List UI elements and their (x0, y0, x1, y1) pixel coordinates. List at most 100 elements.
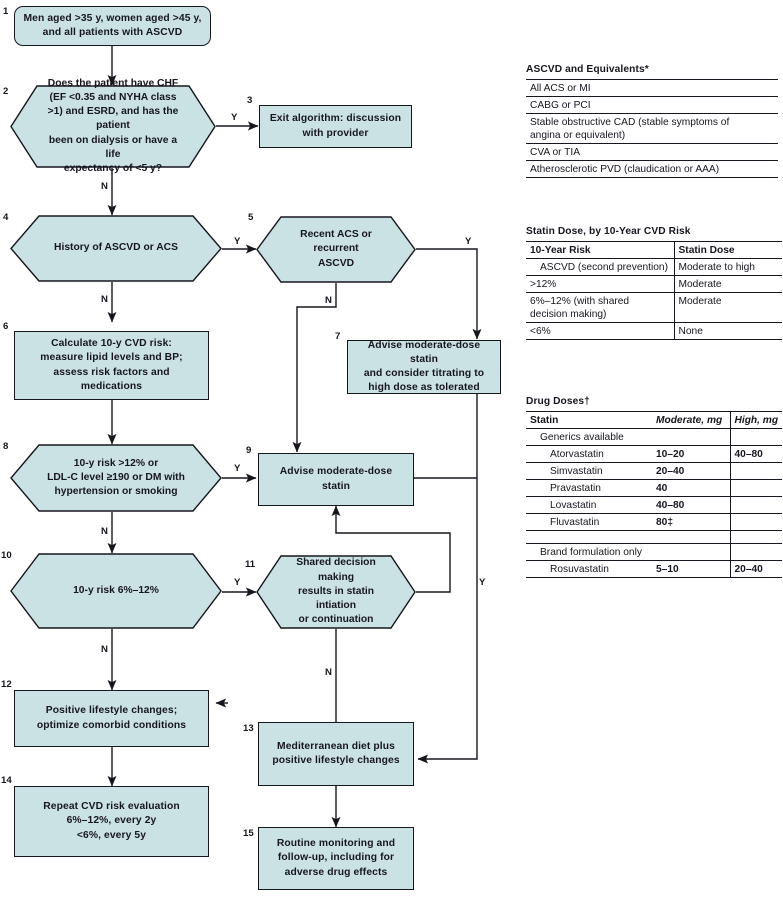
node-4-decision-history-ascvd[interactable]: History of ASCVD or ACS (10, 215, 222, 282)
table-row: All ACS or MI (526, 79, 778, 97)
statin-dose-r2c1: Moderate (673, 292, 782, 323)
table-row: >12% Moderate (526, 275, 782, 293)
hexagon-shape (10, 444, 222, 512)
statin-dose-header-1: Statin Dose (673, 241, 782, 259)
node-1-text: Men aged >35 y, women aged >45 y, and al… (23, 12, 202, 38)
node-14-repeat-risk-evaluation[interactable]: Repeat CVD risk evaluation 6%–12%, every… (14, 786, 209, 857)
node-4-text: History of ASCVD or ACS (54, 242, 178, 254)
drug-r0-moderate (652, 428, 730, 446)
node-10-decision-risk-mid[interactable]: 10-y risk 6%–12% (10, 553, 222, 629)
table-row: Simvastatin 20–40 (526, 462, 782, 480)
drug-r6-moderate (652, 530, 730, 544)
drug-r5-name: Fluvastatin (526, 513, 652, 531)
node-number-3: 3 (247, 95, 253, 106)
branch-label-10-no: N (101, 644, 108, 655)
drug-r7-high (729, 543, 782, 561)
drug-r5-high (729, 513, 782, 531)
table-row: Atorvastatin 10–20 40–80 (526, 445, 782, 463)
table-row: 6%–12% (with shared decision making) Mod… (526, 292, 782, 323)
node-1-population[interactable]: Men aged >35 y, women aged >45 y, and al… (14, 6, 211, 46)
node-12-text: Positive lifestyle changes; optimize com… (36, 705, 187, 731)
drug-header-1: Moderate, mg (652, 411, 730, 429)
table-statin-dose-title: Statin Dose, by 10-Year CVD Risk (526, 226, 691, 237)
drug-header-2: High, mg (729, 411, 782, 429)
node-number-11: 11 (245, 559, 256, 570)
drug-r6-name (526, 530, 652, 544)
ascvd-row-1: CABG or PCI (526, 96, 778, 114)
drug-r0-high (729, 428, 782, 446)
statin-dose-r1c1: Moderate (673, 275, 782, 293)
node-14-text: Repeat CVD risk evaluation 6%–12%, every… (43, 801, 180, 841)
drug-r8-name: Rosuvastatin (526, 560, 652, 578)
edge-5-yes-to-7 (416, 248, 482, 340)
node-5-decision-recent-acs[interactable]: Recent ACS or recurrent ASCVD (256, 216, 416, 283)
ascvd-row-4: Atherosclerotic PVD (claudication or AAA… (526, 160, 778, 178)
node-11-decision-shared-decision[interactable]: Shared decision making results in statin… (256, 555, 416, 629)
node-8-text: 10-y risk >12% or LDL-C level ≥190 or DM… (47, 457, 185, 498)
hexagon-shape (256, 216, 416, 283)
branch-label-8-yes: Y (234, 463, 241, 474)
drug-r3-moderate: 40 (652, 479, 730, 497)
node-6-calculate-risk[interactable]: Calculate 10-y CVD risk: measure lipid l… (14, 331, 209, 400)
table-ascvd-title: ASCVD and Equivalents* (526, 64, 649, 75)
drug-r6-high (729, 530, 782, 544)
node-number-13: 13 (243, 723, 254, 734)
node-6-text: Calculate 10-y CVD risk: measure lipid l… (40, 338, 183, 392)
node-number-7: 7 (335, 331, 341, 342)
table-ascvd-equivalents: ASCVD and Equivalents* All ACS or MI CAB… (526, 64, 778, 178)
drug-r8-high: 20–40 (729, 560, 782, 578)
drug-r1-moderate: 10–20 (652, 445, 730, 463)
node-12-lifestyle-changes[interactable]: Positive lifestyle changes; optimize com… (14, 690, 209, 747)
node-number-14: 14 (1, 775, 12, 786)
table-row-spacer (526, 530, 782, 544)
drug-r2-moderate: 20–40 (652, 462, 730, 480)
drug-r1-high: 40–80 (729, 445, 782, 463)
hexagon-shape (256, 555, 416, 629)
table-row: Lovastatin 40–80 (526, 496, 782, 514)
edge-7-to-13 (417, 394, 478, 764)
statin-dose-r1c0: >12% (526, 275, 674, 293)
branch-label-4-yes: Y (234, 236, 241, 247)
table-ascvd-grid: All ACS or MI CABG or PCI Stable obstruc… (526, 79, 778, 178)
table-drug-doses-title: Drug Doses† (526, 396, 590, 407)
table-drug-doses: Drug Doses† Statin Moderate, mg High, mg… (526, 396, 782, 578)
node-3-exit-algorithm[interactable]: Exit algorithm: discussion with provider (259, 105, 412, 148)
drug-r4-high (729, 496, 782, 514)
branch-label-11-yes: Y (479, 577, 486, 588)
drug-r2-high (729, 462, 782, 480)
hexagon-shape (10, 85, 216, 168)
statin-dose-r3c1: None (673, 322, 782, 340)
node-7-advise-moderate-titrate[interactable]: Advise moderate-dose statin and consider… (347, 340, 501, 394)
node-9-advise-moderate-statin[interactable]: Advise moderate-dose statin (258, 453, 414, 506)
hexagon-shape (10, 215, 222, 282)
node-8-decision-risk-high[interactable]: 10-y risk >12% or LDL-C level ≥190 or DM… (10, 444, 222, 512)
node-2-decision-chf-esrd[interactable]: Does the patient have CHF (EF <0.35 and … (10, 78, 216, 174)
node-13-mediterranean-diet[interactable]: Mediterranean diet plus positive lifesty… (258, 722, 414, 786)
statin-dose-r0c0: ASCVD (second prevention) (526, 258, 674, 276)
table-row: Atherosclerotic PVD (claudication or AAA… (526, 160, 778, 178)
drug-r5-moderate: 80‡ (652, 513, 730, 531)
node-number-12: 12 (1, 679, 12, 690)
drug-r3-name: Pravastatin (526, 479, 652, 497)
table-row: Fluvastatin 80‡ (526, 513, 782, 531)
branch-label-5-no: N (325, 295, 332, 306)
ascvd-row-3: CVA or TIA (526, 143, 778, 161)
table-header-row: 10-Year Risk Statin Dose (526, 241, 782, 259)
branch-label-8-no: N (101, 526, 108, 537)
drug-r4-name: Lovastatin (526, 496, 652, 514)
drug-r1-name: Atorvastatin (526, 445, 652, 463)
branch-label-10-yes: Y (234, 577, 241, 588)
branch-label-11-no: N (325, 667, 332, 678)
drug-r3-high (729, 479, 782, 497)
ascvd-row-0: All ACS or MI (526, 79, 778, 97)
node-7-text: Advise moderate-dose statin and consider… (363, 339, 485, 394)
table-row: ASCVD (second prevention) Moderate to hi… (526, 258, 782, 276)
node-number-10: 10 (1, 550, 12, 561)
table-row: CVA or TIA (526, 143, 778, 161)
table-row: Generics available (526, 428, 782, 446)
node-number-1: 1 (3, 6, 9, 17)
node-15-routine-monitoring[interactable]: Routine monitoring and follow-up, includ… (258, 827, 414, 890)
edge-5-no-to-9 (292, 283, 337, 453)
statin-dose-r3c0: <6% (526, 322, 674, 340)
